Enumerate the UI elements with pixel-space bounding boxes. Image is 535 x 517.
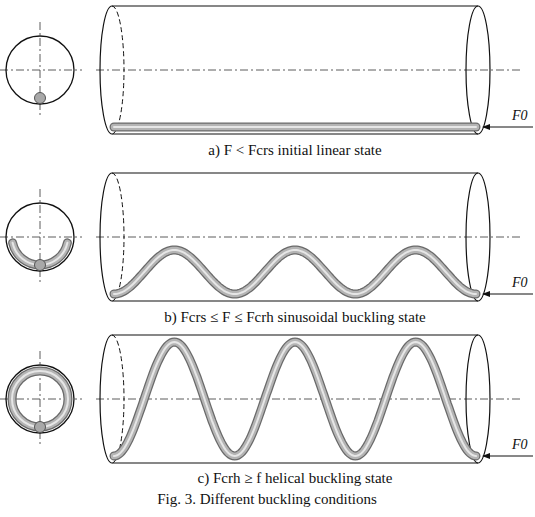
- cylinder-end: [466, 6, 490, 134]
- force-arrowhead: [482, 124, 490, 130]
- cylinder-top: [112, 334, 478, 335]
- wellbore-section: [6, 365, 74, 433]
- force-arrowhead: [482, 453, 490, 459]
- wellbore-section: [6, 203, 74, 271]
- drill-string: [114, 342, 476, 456]
- center-line: [96, 237, 522, 238]
- cylinder-front-edge: [100, 335, 112, 463]
- rod-body: [114, 342, 476, 456]
- force-arrowhead: [482, 291, 490, 297]
- wellbore-section: [6, 36, 74, 104]
- rod-section: [35, 93, 46, 104]
- cylinder-top: [112, 172, 478, 173]
- rod-ring: [12, 371, 68, 427]
- force-line: [484, 127, 533, 128]
- cylinder-back-edge: [112, 173, 124, 301]
- figure-caption: Fig. 3. Different buckling conditions: [157, 491, 377, 508]
- rod-ring-highlight: [12, 371, 68, 427]
- rod-body: [114, 250, 476, 294]
- rod-outline: [114, 342, 476, 456]
- cylinder-front-edge: [100, 173, 112, 301]
- center-line: [96, 399, 522, 400]
- cylinder-end: [466, 335, 490, 463]
- rod-ring-outline: [12, 371, 68, 427]
- drill-string: [114, 127, 476, 128]
- force-label: F0: [512, 436, 528, 453]
- cylinder-top: [112, 5, 478, 6]
- force-line: [484, 456, 533, 457]
- rod-outline: [114, 250, 476, 294]
- rod-body: [114, 124, 476, 131]
- rod-outline: [114, 123, 476, 132]
- cylinder-end: [466, 173, 490, 301]
- force-label: F0: [512, 274, 528, 291]
- cylinder-back-edge: [112, 6, 124, 134]
- subfigure-caption: c) Fcrh ≥ f helical buckling state: [198, 470, 393, 487]
- rod-section: [35, 422, 46, 433]
- rod-highlight: [114, 126, 476, 128]
- cylinder-bottom: [112, 133, 478, 134]
- cylinder-bottom: [112, 462, 478, 463]
- force-line: [484, 294, 533, 295]
- center-line: [96, 70, 522, 71]
- subfigure-caption: a) F < Fcrs initial linear state: [208, 142, 381, 159]
- force-label: F0: [512, 107, 528, 124]
- cylinder-bottom: [112, 300, 478, 301]
- subfigure-caption: b) Fcrs ≤ F ≤ Fcrh sinusoidal buckling s…: [164, 309, 425, 326]
- rod-section: [35, 260, 46, 271]
- drill-string: [114, 250, 476, 294]
- cylinder-front-edge: [100, 6, 112, 134]
- rod-highlight: [114, 250, 476, 294]
- rod-highlight: [114, 342, 476, 456]
- horizontal-axis: [0, 70, 82, 71]
- horizontal-axis: [0, 237, 82, 238]
